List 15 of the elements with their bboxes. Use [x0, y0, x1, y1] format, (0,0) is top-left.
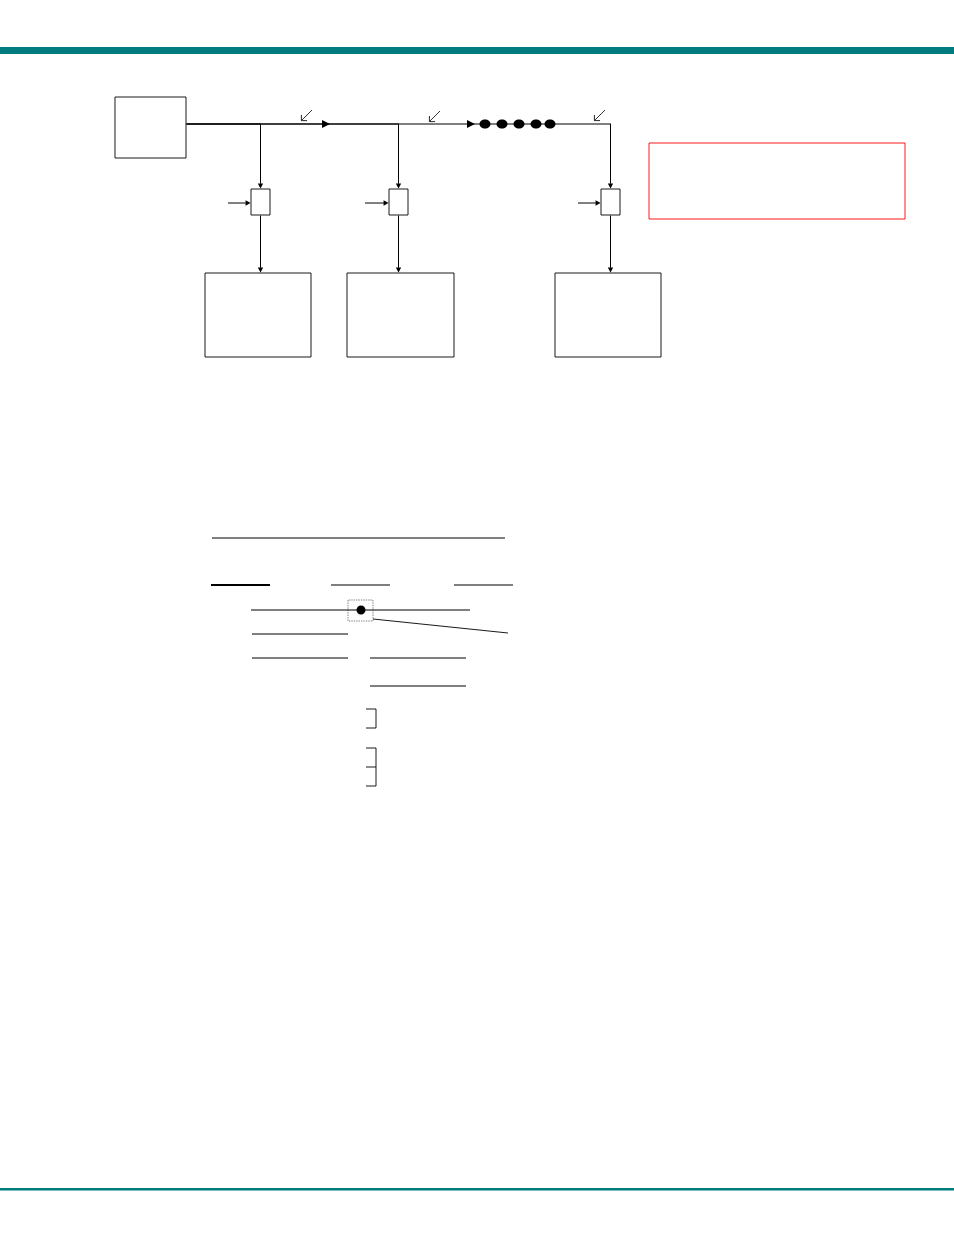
switch-box — [388, 188, 409, 216]
arrow — [258, 214, 263, 272]
device-box — [204, 272, 312, 358]
device-box — [346, 272, 455, 358]
switch-box — [250, 188, 271, 216]
controller-box — [114, 96, 187, 159]
device-box — [554, 272, 662, 358]
arrow — [364, 200, 388, 206]
arrow — [185, 120, 613, 188]
switch-box — [600, 188, 621, 216]
arrow — [227, 200, 250, 206]
note-box — [648, 142, 906, 220]
arrow — [577, 200, 600, 206]
arrow — [608, 214, 613, 272]
arrow — [396, 214, 401, 272]
